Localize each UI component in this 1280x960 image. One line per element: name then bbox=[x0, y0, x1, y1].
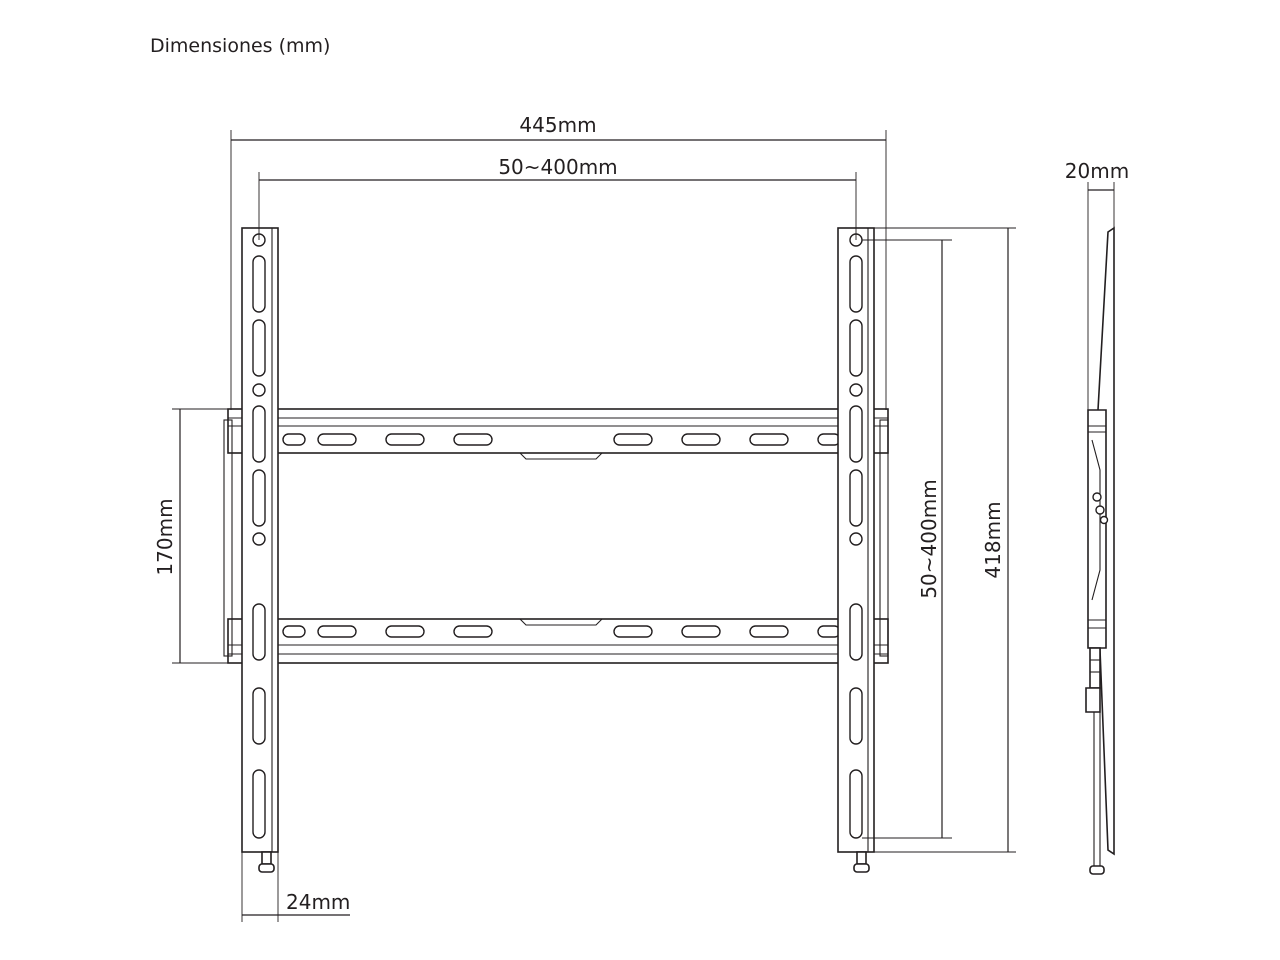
lower-rail bbox=[227, 618, 889, 664]
depth-label: 20mm bbox=[1065, 159, 1129, 183]
hole-spacing-horizontal-dimension: 50~400mm bbox=[258, 155, 857, 240]
rail-height-dimension: 170mm bbox=[153, 408, 232, 664]
hole-spacing-vertical-label: 50~400mm bbox=[917, 479, 941, 598]
diagram-title: Dimensiones (mm) bbox=[150, 35, 330, 57]
upper-rail bbox=[227, 408, 889, 460]
overall-width-label: 445mm bbox=[519, 113, 596, 137]
overall-height-label: 418mm bbox=[981, 501, 1005, 578]
overall-height-dimension: 418mm bbox=[874, 227, 1016, 853]
front-view: 445mm 50~400mm 170mm 50~400mm bbox=[153, 113, 1016, 922]
arm-width-label: 24mm bbox=[286, 890, 350, 914]
side-view: 20mm bbox=[1065, 159, 1129, 875]
side-arm-profile bbox=[1085, 226, 1115, 875]
hole-spacing-vertical-dimension: 50~400mm bbox=[862, 239, 952, 839]
right-arm bbox=[837, 227, 875, 873]
overall-width-dimension: 445mm bbox=[230, 113, 887, 410]
hole-spacing-horizontal-label: 50~400mm bbox=[498, 155, 617, 179]
depth-dimension: 20mm bbox=[1065, 159, 1129, 412]
rail-height-label: 170mm bbox=[153, 498, 177, 575]
left-arm bbox=[241, 227, 279, 873]
rail-end-clips bbox=[223, 419, 889, 657]
arm-width-dimension: 24mm bbox=[241, 852, 350, 922]
